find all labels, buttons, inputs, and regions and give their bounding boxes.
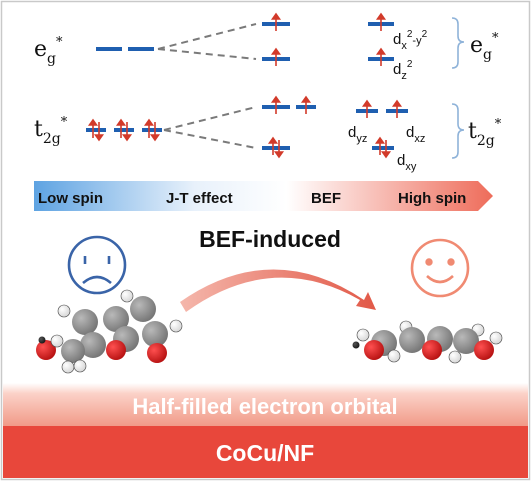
high-spin-levels [356,12,408,159]
t2g-brace [451,103,465,159]
t2g-levels-left [86,118,162,142]
splitting-dashed-lines [157,23,257,149]
right-eg-label: eg* [470,31,499,63]
half-filled-band [3,383,528,426]
orbital-diagram: eg* t2g* [34,12,502,173]
dyz-label: dyz [348,124,367,145]
right-t2g-label: t2g* [468,117,502,149]
half-filled-label: Half-filled electron orbital [132,394,397,419]
eg-brace [451,17,465,69]
material-label: CoCu/NF [216,440,314,466]
distorted-molecule [36,289,183,374]
dz2-label: dz2 [393,59,413,82]
material-band [3,426,528,478]
eg-label: eg* [34,35,63,67]
dxy-label: dxy [397,152,417,173]
sad-face-icon [67,235,127,295]
low-spin-label: Low spin [38,190,103,207]
planar-molecule [352,320,503,364]
dxz-label: dxz [406,124,425,145]
jt-effect-label: J-T effect [166,190,233,207]
jt-split-levels [262,12,316,159]
dx2y2-label: dx2-y2 [393,29,428,52]
bef-induced-title: BEF-induced [199,226,341,252]
transition-arrow [180,269,376,312]
high-spin-label: High spin [398,190,466,207]
happy-face-icon [410,238,470,298]
t2g-label: t2g* [34,115,68,147]
bef-label: BEF [311,190,341,207]
spin-gradient-bar: Low spin J-T effect BEF High spin [34,181,493,211]
